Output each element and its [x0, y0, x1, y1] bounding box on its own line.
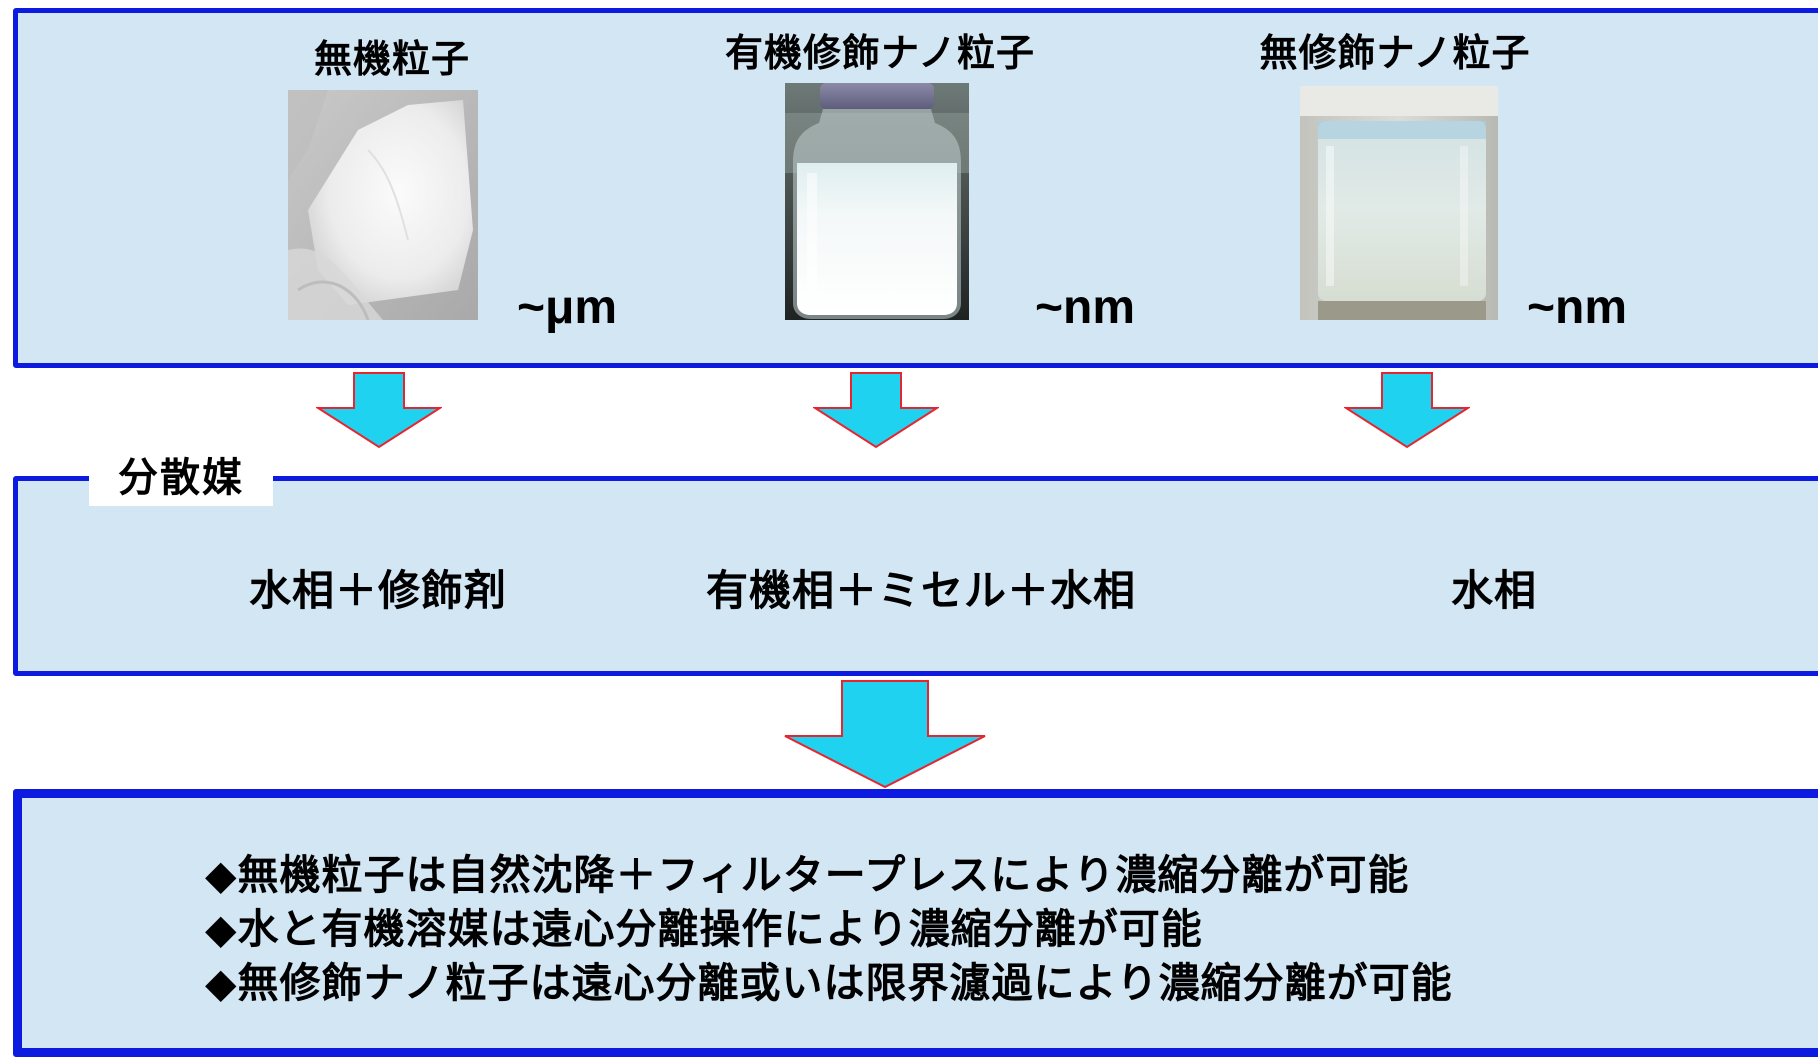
dispersion-medium-item: 有機相＋ミセル＋水相 [705, 566, 1137, 615]
cloudy-suspension-beaker-photo [1300, 86, 1498, 320]
down-arrow-icon [813, 372, 939, 449]
conclusions-panel [13, 789, 1818, 1057]
particle-title-organic-modified-nano: 有機修飾ナノ粒子 [724, 31, 1036, 75]
particle-title-inorganic: 無機粒子 [313, 37, 471, 81]
particle-size-unmodified-nano: ~nm [1527, 281, 1628, 334]
white-powder-photo [288, 90, 478, 320]
dispersion-medium-panel [13, 476, 1818, 676]
dispersion-medium-label: 分散媒 [89, 442, 273, 506]
conclusion-item: ◆水と有機溶媒は遠心分離操作により濃縮分離が可能 [205, 905, 1203, 953]
particle-title-unmodified-nano: 無修飾ナノ粒子 [1259, 31, 1531, 75]
conclusion-item: ◆無修飾ナノ粒子は遠心分離或いは限界濾過により濃縮分離が可能 [205, 959, 1453, 1007]
conclusion-item: ◆無機粒子は自然沈降＋フィルタープレスにより濃縮分離が可能 [205, 851, 1410, 899]
down-arrow-icon [1344, 372, 1470, 449]
dispersion-medium-item: 水相 [1450, 566, 1538, 615]
particle-size-organic-modified-nano: ~nm [1035, 281, 1136, 334]
down-arrow-icon [783, 680, 987, 789]
milky-suspension-jar-photo [785, 83, 969, 320]
down-arrow-icon [316, 372, 442, 449]
particle-size-inorganic: ~μm [517, 281, 618, 334]
conclusions-list: ◆無機粒子は自然沈降＋フィルタープレスにより濃縮分離が可能 ◆水と有機溶媒は遠心… [205, 848, 1453, 1010]
dispersion-medium-item: 水相＋修飾剤 [248, 566, 508, 615]
